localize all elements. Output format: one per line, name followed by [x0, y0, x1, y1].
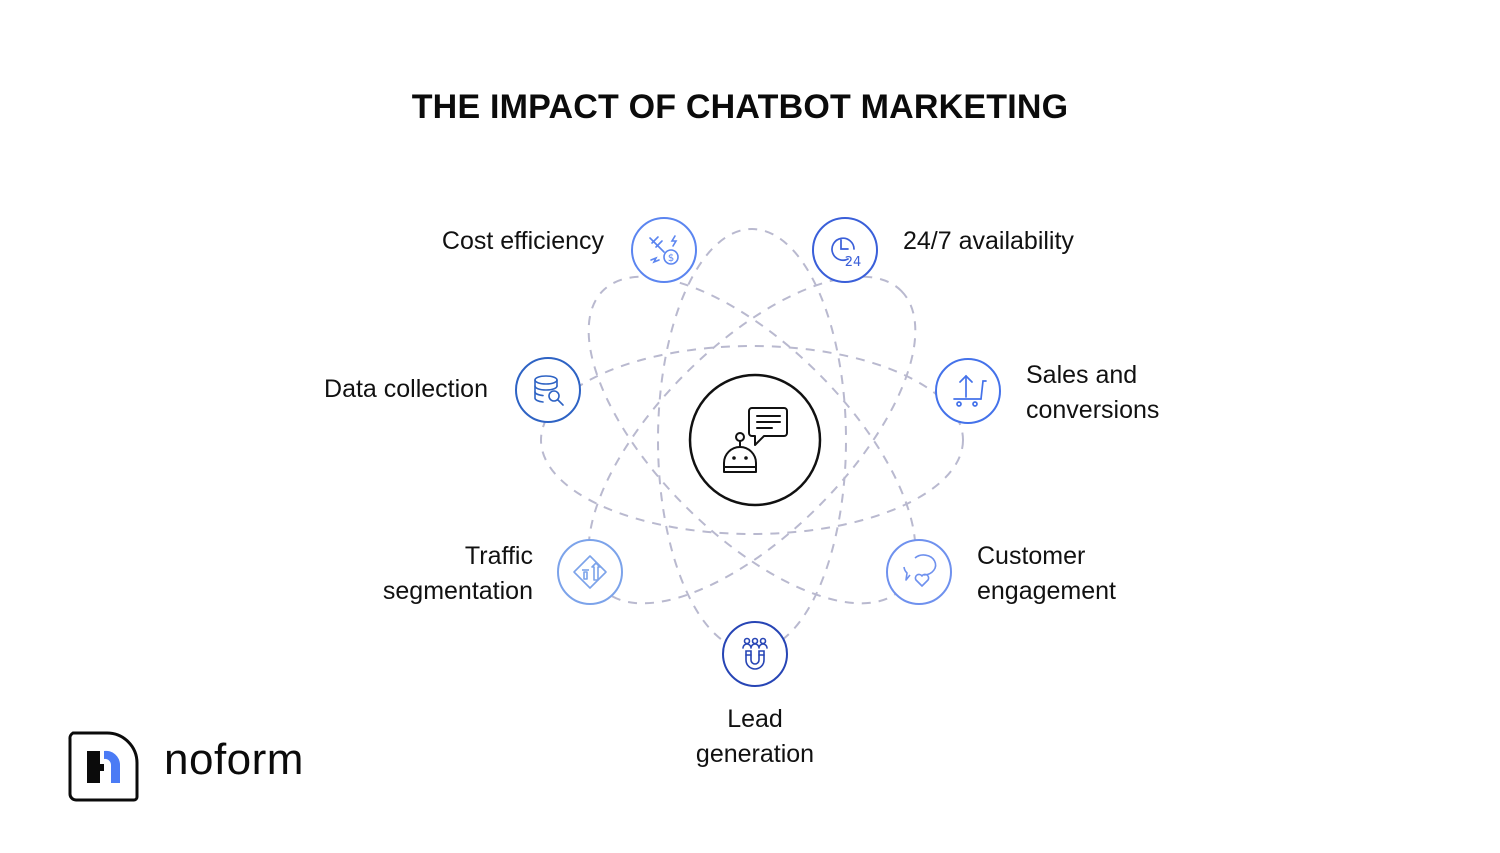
center-node	[688, 373, 822, 507]
label-line: Traffic	[464, 542, 533, 570]
people-magnet-icon	[742, 637, 768, 670]
chat-heart-icon	[903, 554, 937, 587]
clock-24-icon: 24	[831, 237, 862, 270]
cart-upload-icon	[953, 374, 987, 407]
label-line: generation	[695, 740, 815, 768]
node-customer-engagement[interactable]	[886, 539, 952, 605]
brand-name: noform	[164, 735, 304, 784]
label-line: conversions	[1026, 396, 1160, 424]
label-24-7-availability: 24/7 availability	[903, 227, 1074, 255]
label-sales-conversions: Sales and conversions	[1026, 358, 1159, 428]
svg-text:24: 24	[845, 255, 862, 270]
road-sign-icon	[573, 555, 607, 589]
label-line: Sales and	[1026, 361, 1138, 389]
node-lead-generation[interactable]	[722, 621, 788, 687]
node-cost-efficiency[interactable]: $	[631, 217, 697, 283]
cost-cut-dollar-icon: $	[649, 235, 679, 265]
label-customer-engagement: Customer engagement	[977, 539, 1116, 609]
label-line: engagement	[977, 577, 1117, 605]
label-cost-efficiency: Cost efficiency	[441, 227, 604, 255]
noform-logo-icon	[68, 731, 139, 802]
label-line: Customer	[977, 542, 1086, 570]
label-line: segmentation	[382, 577, 533, 605]
svg-text:$: $	[668, 253, 674, 264]
chatbot-message-icon	[723, 407, 788, 473]
label-traffic-segmentation: Traffic segmentation	[383, 539, 533, 609]
node-sales-conversions[interactable]	[935, 358, 1001, 424]
node-data-collection[interactable]	[515, 357, 581, 423]
label-line: Lead	[727, 705, 783, 733]
database-search-icon	[534, 375, 564, 406]
page-title: THE IMPACT OF CHATBOT MARKETING	[411, 88, 1069, 126]
label-data-collection: Data collection	[324, 375, 488, 403]
node-24-7-availability[interactable]: 24	[812, 217, 878, 283]
orbit-horizontal	[540, 345, 964, 535]
node-traffic-segmentation[interactable]	[557, 539, 623, 605]
label-lead-generation: Lead generation	[655, 702, 855, 772]
